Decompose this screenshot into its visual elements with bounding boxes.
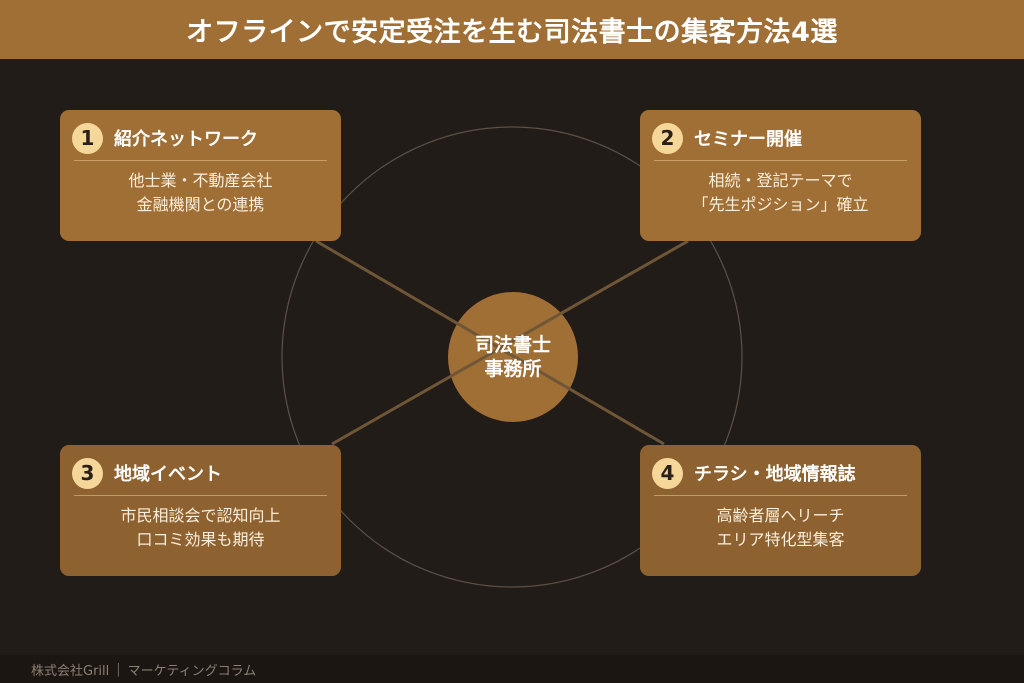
number-badge: 4 [652, 457, 683, 489]
footer-company: 株式会社Grill [31, 663, 110, 679]
card-title: セミナー開催 [694, 129, 802, 150]
card-line: 「先生ポジション」確立 [692, 195, 869, 214]
card-line: 金融機関との連携 [136, 195, 265, 214]
number-badge: 2 [652, 122, 683, 154]
card-line: 高齢者層へリーチ [716, 506, 845, 525]
card-title: 紹介ネットワーク [114, 129, 258, 150]
footer-section: マーケティングコラム [127, 663, 257, 679]
card-header: 3 地域イベント [72, 456, 222, 490]
card-description: 他士業・不動産会社 金融機関との連携 [60, 169, 341, 217]
card-divider [74, 495, 327, 496]
card-seminar: 2 セミナー開催 相続・登記テーマで 「先生ポジション」確立 [640, 110, 921, 241]
card-description: 市民相談会で認知向上 口コミ効果も期待 [60, 504, 341, 552]
card-description: 相続・登記テーマで 「先生ポジション」確立 [640, 169, 921, 217]
card-line: エリア特化型集客 [716, 530, 845, 549]
card-line: 口コミ効果も期待 [136, 530, 265, 549]
card-title: 地域イベント [114, 464, 222, 485]
connector-line-2 [331, 239, 689, 446]
page-title: オフラインで安定受注を生む司法書士の集客方法4選 [186, 17, 838, 48]
card-header: 4 チラシ・地域情報誌 [652, 456, 856, 490]
footer-separator: | [116, 661, 121, 677]
card-flyer-magazine: 4 チラシ・地域情報誌 高齢者層へリーチ エリア特化型集客 [640, 445, 921, 576]
card-title: チラシ・地域情報誌 [694, 464, 856, 485]
number-badge: 3 [72, 457, 103, 489]
card-header: 1 紹介ネットワーク [72, 121, 258, 155]
card-divider [74, 160, 327, 161]
card-referral-network: 1 紹介ネットワーク 他士業・不動産会社 金融機関との連携 [60, 110, 341, 241]
header-bar: オフラインで安定受注を生む司法書士の集客方法4選 [0, 0, 1024, 59]
card-line: 相続・登記テーマで [708, 171, 853, 190]
connector-line-1 [315, 239, 665, 446]
card-divider [654, 495, 907, 496]
card-description: 高齢者層へリーチ エリア特化型集客 [640, 504, 921, 552]
card-divider [654, 160, 907, 161]
footer-bar: 株式会社Grill | マーケティングコラム [0, 655, 1024, 683]
card-line: 市民相談会で認知向上 [120, 506, 281, 525]
card-local-event: 3 地域イベント 市民相談会で認知向上 口コミ効果も期待 [60, 445, 341, 576]
outer-ring [281, 126, 743, 588]
card-header: 2 セミナー開催 [652, 121, 802, 155]
card-line: 他士業・不動産会社 [128, 171, 273, 190]
number-badge: 1 [72, 122, 103, 154]
